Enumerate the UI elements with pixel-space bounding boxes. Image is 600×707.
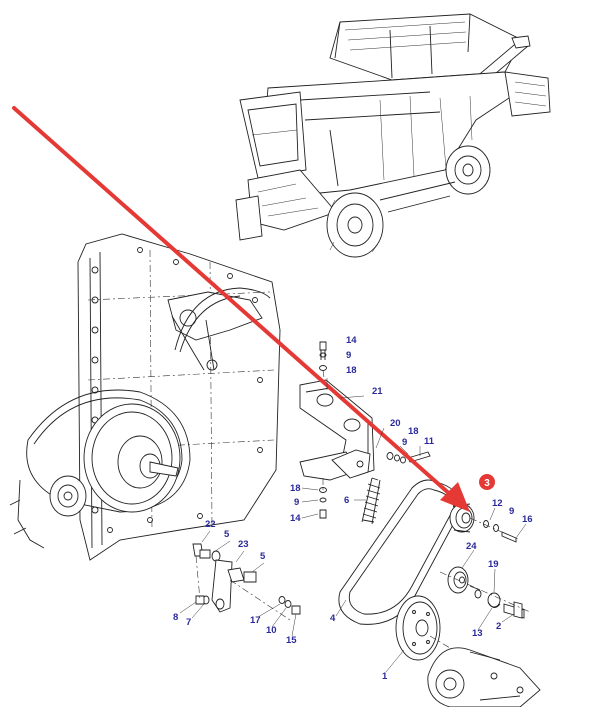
tension-linkage bbox=[192, 543, 301, 621]
part-label-20: 20 bbox=[390, 418, 401, 429]
part-label-8: 8 bbox=[173, 612, 178, 623]
part-label-24: 24 bbox=[466, 541, 477, 552]
frame-panel-assembly bbox=[77, 233, 281, 561]
part-label-12: 12 bbox=[492, 498, 503, 509]
highlight-number: 3 bbox=[484, 478, 490, 489]
main-drive-pulley bbox=[9, 389, 191, 549]
part-label-17: 17 bbox=[250, 615, 261, 626]
highlight-badge-3: 3 bbox=[479, 474, 495, 490]
drive-pulley-1 bbox=[395, 595, 471, 661]
part-label-5: 5 bbox=[260, 551, 266, 562]
part-label-9: 9 bbox=[402, 437, 407, 448]
part-label-15: 15 bbox=[286, 635, 297, 646]
part-label-5: 5 bbox=[224, 529, 230, 540]
part-label-14: 14 bbox=[290, 513, 301, 524]
combine-harvester-illustration bbox=[235, 13, 551, 258]
part-labels: 14 9 18 21 20 18 9 11 18 9 14 6 12 9 16 … bbox=[173, 335, 533, 682]
bolt-stack-lower bbox=[319, 478, 327, 519]
part-label-14: 14 bbox=[346, 335, 357, 346]
part-label-18: 18 bbox=[408, 426, 419, 437]
part-label-22: 22 bbox=[205, 519, 216, 530]
part-label-21: 21 bbox=[372, 386, 383, 397]
part-label-6: 6 bbox=[344, 495, 349, 506]
gearbox-hub bbox=[427, 647, 541, 707]
part-label-10: 10 bbox=[266, 625, 277, 636]
bolt-stack-top bbox=[319, 341, 327, 386]
spring-6 bbox=[361, 477, 381, 525]
bracket-21 bbox=[299, 379, 375, 481]
part-label-4: 4 bbox=[330, 613, 336, 624]
pulley-axis-hardware bbox=[469, 517, 521, 543]
part-label-9: 9 bbox=[294, 497, 299, 508]
part-label-9: 9 bbox=[346, 350, 351, 361]
part-label-9: 9 bbox=[509, 506, 514, 517]
part-label-2: 2 bbox=[496, 621, 501, 632]
leader-lines bbox=[179, 378, 527, 673]
part-label-13: 13 bbox=[472, 628, 483, 639]
part-label-19: 19 bbox=[488, 559, 499, 570]
part-label-16: 16 bbox=[522, 514, 533, 525]
idler-24-assembly bbox=[439, 566, 531, 619]
v-belt-4 bbox=[338, 479, 463, 625]
part-label-18: 18 bbox=[346, 365, 357, 376]
part-label-7: 7 bbox=[186, 617, 191, 628]
part-label-1: 1 bbox=[382, 671, 388, 682]
part-label-11: 11 bbox=[424, 436, 435, 447]
part-label-23: 23 bbox=[238, 539, 249, 550]
callout-arrow bbox=[12, 106, 470, 512]
part-label-18: 18 bbox=[290, 483, 301, 494]
